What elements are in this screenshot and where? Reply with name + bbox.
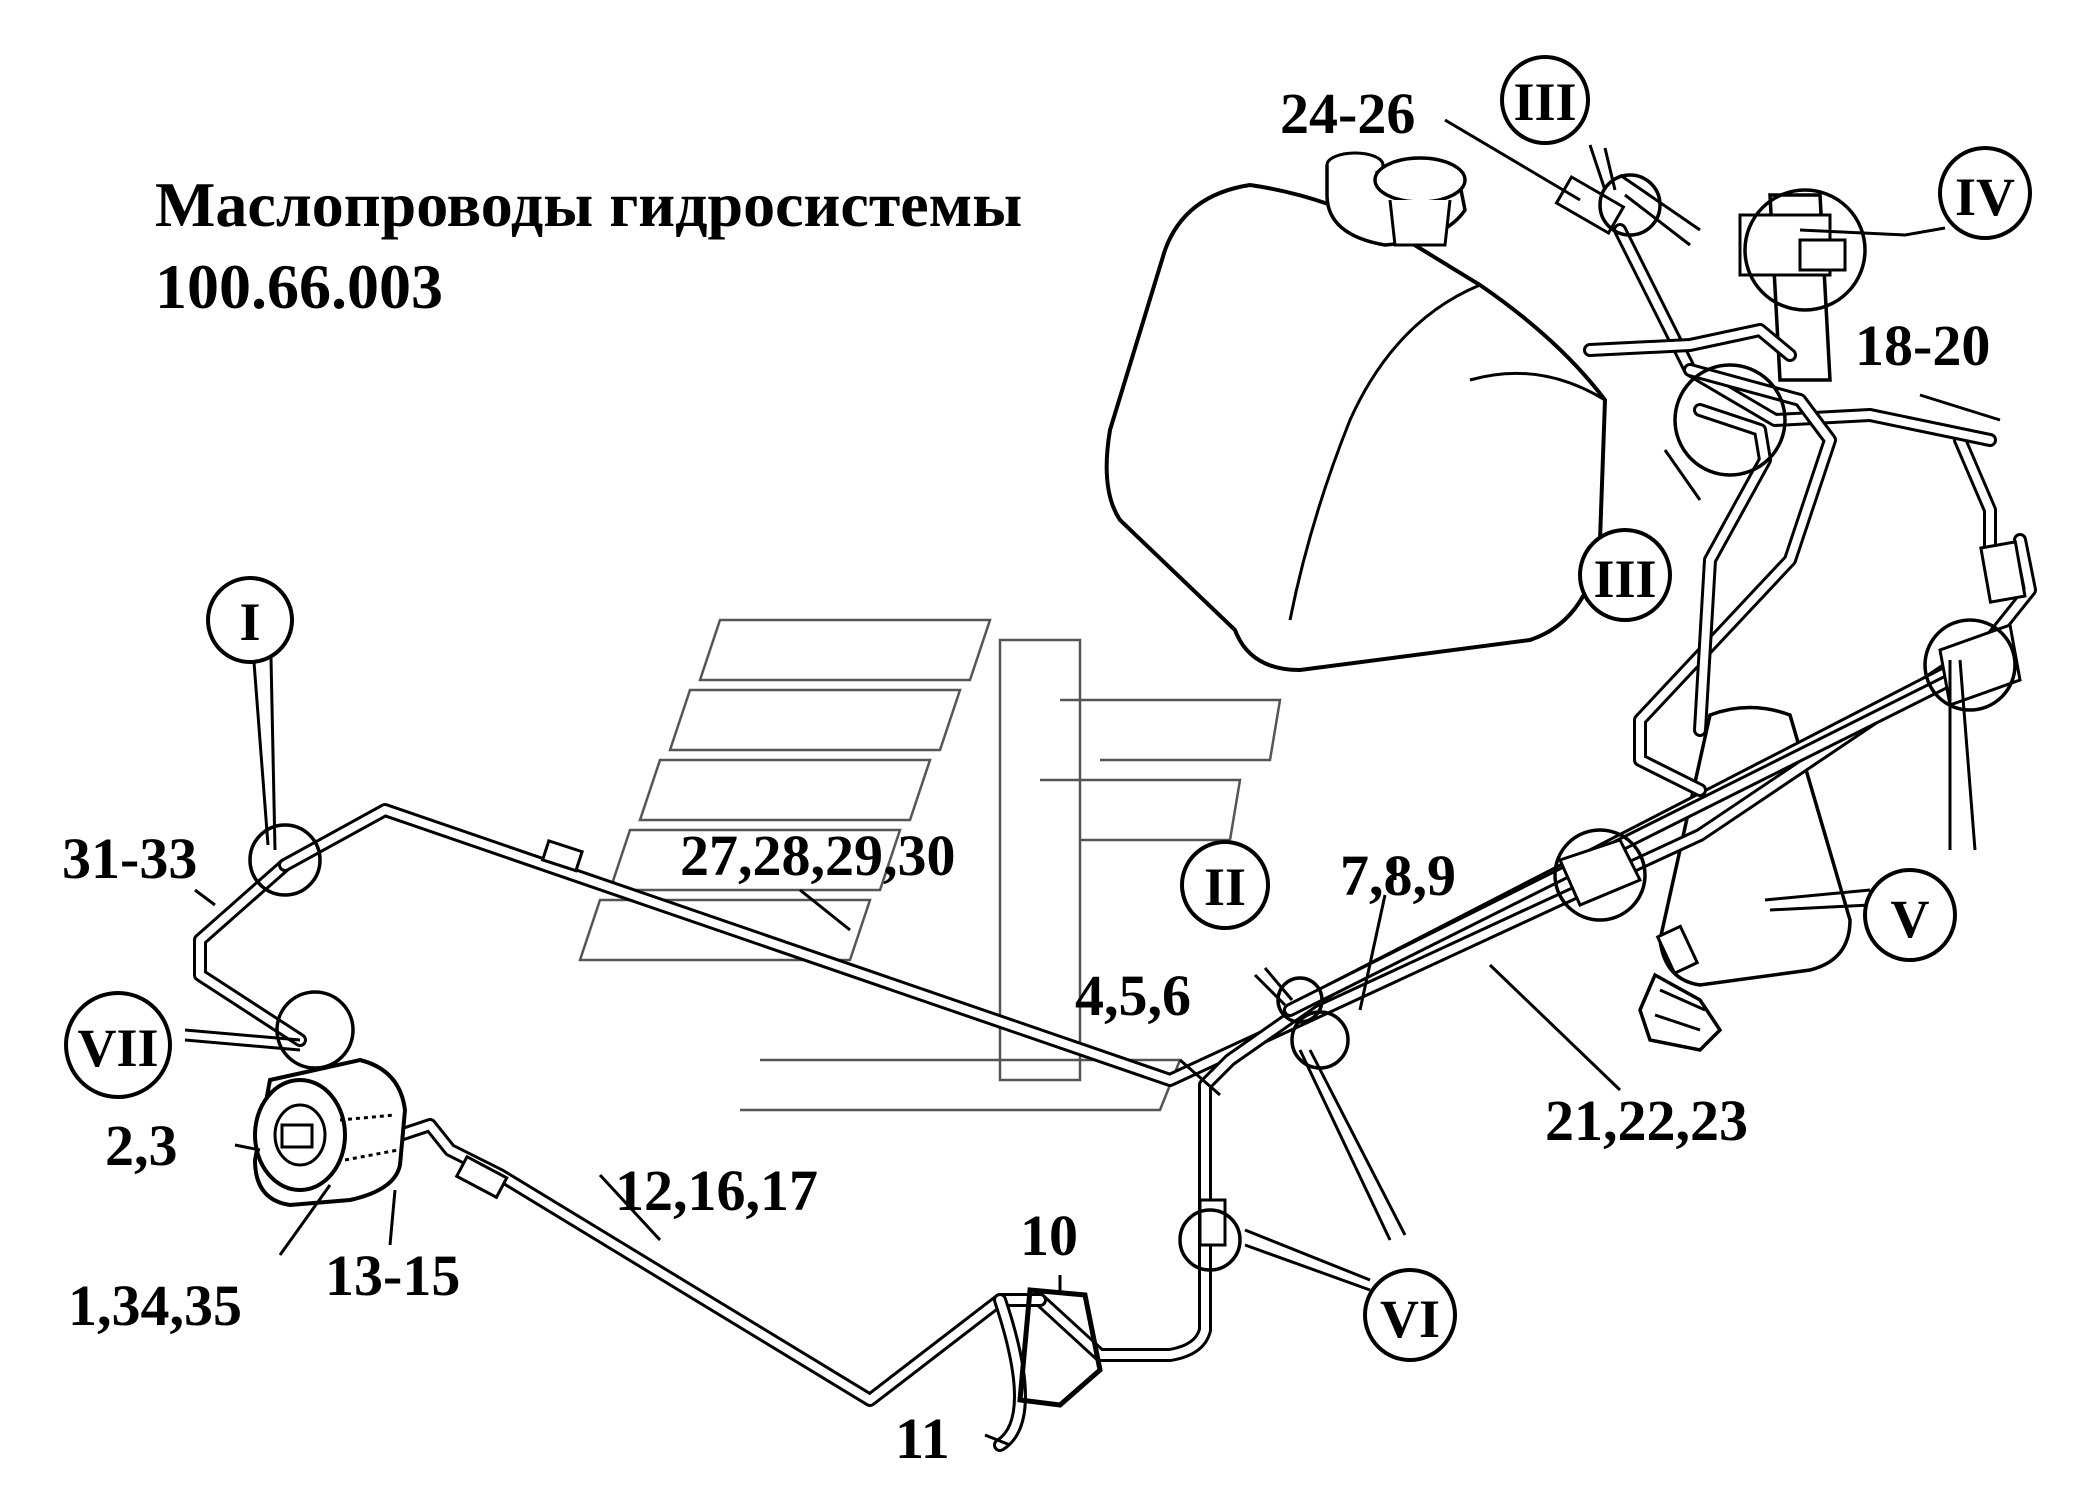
label-18-20: 18-20 bbox=[1855, 313, 1990, 378]
pipe-core bbox=[1616, 226, 1994, 444]
pipe-core bbox=[1696, 406, 1769, 734]
view-label-VII: VII bbox=[77, 1018, 158, 1078]
label-10: 10 bbox=[1020, 1203, 1078, 1268]
pipe-core bbox=[1286, 656, 1994, 1014]
view-callout-III-top bbox=[1500, 55, 1590, 145]
view-callout-VI bbox=[1363, 1268, 1457, 1362]
view-callout-III-mid bbox=[1578, 528, 1672, 622]
view-label-II: II bbox=[1204, 857, 1246, 917]
oil-tank bbox=[1104, 151, 1608, 673]
label-7-9: 7,8,9 bbox=[1340, 843, 1456, 908]
pipe-core bbox=[196, 861, 304, 1044]
view-callout-V bbox=[1863, 868, 1957, 962]
view-callout-IV bbox=[1938, 146, 2032, 240]
label-31-33: 31-33 bbox=[62, 826, 197, 891]
label-1-34-35: 1,34,35 bbox=[68, 1273, 242, 1338]
diagram-title-line2: 100.66.003 bbox=[155, 251, 443, 322]
pipe-core bbox=[1636, 366, 1834, 794]
label-27-30: 27,28,29,30 bbox=[680, 823, 956, 888]
label-2-3: 2,3 bbox=[105, 1113, 178, 1178]
pipe-core bbox=[1956, 436, 1994, 564]
pipe-core bbox=[1586, 326, 1794, 359]
view-callout-VII bbox=[64, 991, 172, 1099]
view-label-I: I bbox=[239, 592, 260, 652]
view-label-IV: IV bbox=[1955, 167, 2015, 227]
view-label-III-mid: III bbox=[1593, 549, 1656, 609]
label-4-6: 4,5,6 bbox=[1075, 963, 1191, 1028]
label-11: 11 bbox=[895, 1406, 950, 1471]
view-callouts: I III IV III II V VI VII bbox=[64, 55, 2032, 1362]
view-callout-II bbox=[1180, 840, 1270, 930]
oil-pump bbox=[252, 1057, 408, 1208]
fittings bbox=[454, 540, 2027, 1408]
view-label-III-top: III bbox=[1513, 72, 1576, 132]
label-13-15: 13-15 bbox=[325, 1243, 460, 1308]
view-callout-I bbox=[206, 576, 294, 664]
view-label-V: V bbox=[1891, 889, 1930, 949]
label-21-23: 21,22,23 bbox=[1545, 1088, 1748, 1153]
watermark-logo bbox=[578, 618, 1282, 1112]
label-12-16-17: 12,16,17 bbox=[615, 1158, 818, 1223]
hydraulic-cylinder bbox=[1638, 705, 1852, 1052]
diagram-title-line1: Маслопроводы гидросистемы bbox=[155, 169, 1023, 240]
label-24-26: 24-26 bbox=[1280, 81, 1415, 146]
pipe-core bbox=[281, 536, 2034, 1084]
view-label-VI: VI bbox=[1380, 1289, 1440, 1349]
view-marks bbox=[248, 173, 2017, 1272]
part-labels: 24-26 18-20 31-33 27,28,29,30 7,8,9 4,5,… bbox=[62, 81, 1990, 1471]
